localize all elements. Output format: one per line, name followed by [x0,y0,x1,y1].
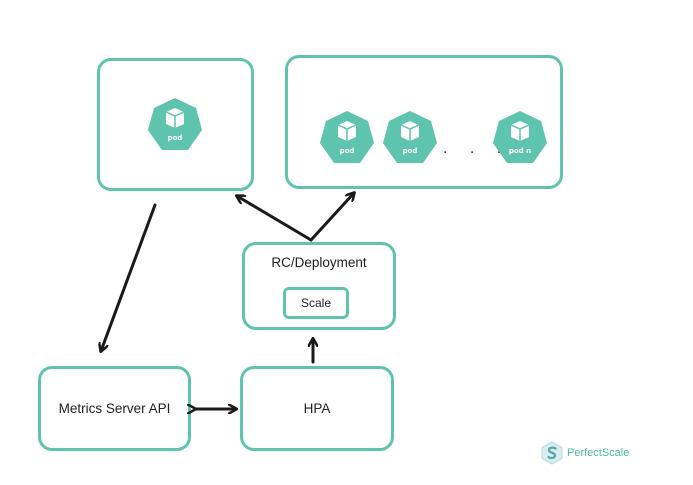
hpa-box [240,366,394,451]
arrow-deploy-to-scaled-pods [309,193,354,242]
arrow-deploy-to-pod [237,196,313,242]
hpa-label: HPA [303,401,331,416]
deployment-title: RC/Deployment [271,255,367,270]
perfectscale-logo-icon [541,441,563,465]
ellipsis: . . . [443,140,511,157]
pod-label: pod n [508,147,532,155]
pod-icon: pod [381,109,439,171]
pod-icon: pod [318,109,376,171]
pod-label: pod [167,134,183,142]
brand-logo: PerfectScale [541,441,629,465]
pod-icon: pod n [491,109,549,171]
pod-label: pod [402,147,418,155]
brand-name: PerfectScale [567,447,630,459]
pod-label: pod [339,147,355,155]
metrics-server-label: Metrics Server API [58,401,171,416]
arrow-pod-to-metrics [101,203,157,351]
deployment-box [242,242,396,330]
pod-icon: pod [146,96,204,158]
scale-box: Scale [283,287,349,319]
